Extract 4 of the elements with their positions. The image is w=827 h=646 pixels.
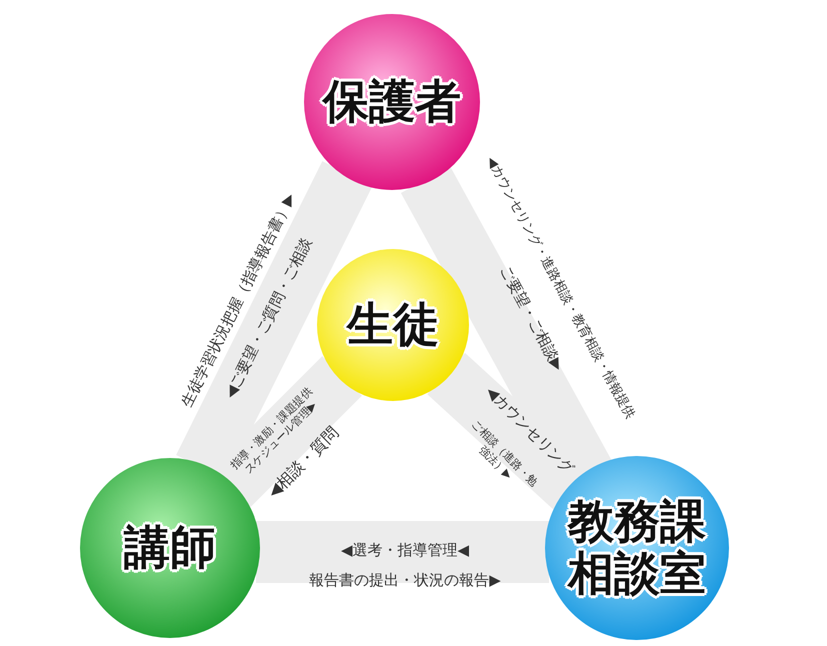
circle-node: 保護者 — [304, 14, 480, 190]
band-label: ◀選考・指導管理◀ — [340, 541, 470, 559]
band-label: 報告書の提出・状況の報告▶ — [309, 571, 501, 589]
connector-band — [256, 521, 549, 583]
